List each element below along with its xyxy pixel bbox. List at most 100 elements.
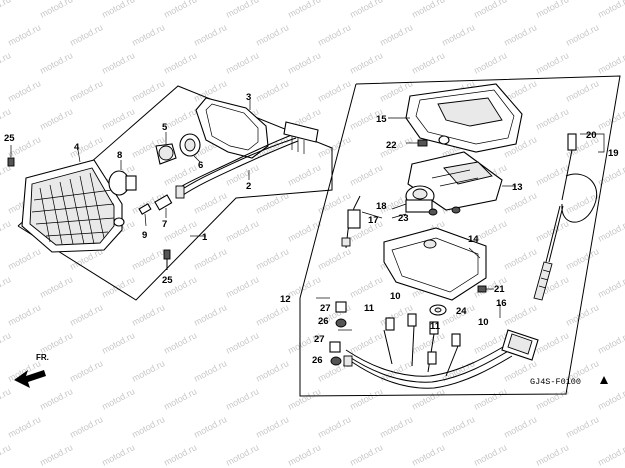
- position-bulb-socket[interactable]: [154, 194, 173, 218]
- watermark-text: motod.ru: [286, 162, 322, 188]
- watermark-text: motod.ru: [534, 330, 570, 356]
- speedometer-cable[interactable]: [533, 133, 598, 301]
- watermark-text: motod.ru: [378, 414, 414, 440]
- watermark-text: motod.ru: [130, 78, 166, 104]
- watermark-text: motod.ru: [6, 78, 42, 104]
- watermark-text: motod.ru: [254, 358, 290, 384]
- watermark-text: motod.ru: [472, 330, 508, 356]
- case-grommet[interactable]: [429, 304, 447, 316]
- screw-lower[interactable]: [163, 249, 171, 270]
- watermark-text: motod.ru: [534, 106, 570, 132]
- watermark-text: motod.ru: [224, 50, 260, 76]
- watermark-text: motod.ru: [564, 302, 600, 328]
- watermark-text: motod.ru: [410, 50, 446, 76]
- watermark-text: motod.ru: [224, 274, 260, 300]
- callout-25a: 25: [4, 133, 15, 144]
- watermark-text: motod.ru: [348, 162, 384, 188]
- callout-10a: 10: [390, 291, 401, 302]
- watermark-text: motod.ru: [6, 302, 42, 328]
- callout-4: 4: [74, 142, 80, 153]
- watermark-text: motod.ru: [564, 414, 600, 440]
- watermark-text: motod.ru: [534, 386, 570, 412]
- watermark-text: motod.ru: [6, 246, 42, 272]
- watermark-text: motod.ru: [38, 386, 74, 412]
- headlight-case[interactable]: [195, 97, 269, 159]
- headlight-harness[interactable]: [175, 121, 319, 199]
- callout-9: 9: [142, 230, 147, 241]
- watermark-text: motod.ru: [378, 358, 414, 384]
- callout-3: 3: [246, 92, 251, 103]
- callout-11b: 11: [430, 321, 441, 332]
- watermark-text: motod.ru: [100, 50, 136, 76]
- watermark-text: motod.ru: [68, 22, 104, 48]
- watermark-text: motod.ru: [440, 414, 476, 440]
- watermark-text: motod.ru: [472, 442, 508, 468]
- watermark-text: motod.ru: [596, 0, 625, 20]
- watermark-text: motod.ru: [316, 246, 352, 272]
- watermark-text: motod.ru: [564, 78, 600, 104]
- meter-harness[interactable]: [343, 313, 539, 389]
- watermark-text: motod.ru: [254, 78, 290, 104]
- callout-13: 13: [512, 182, 523, 193]
- gear-nut[interactable]: [428, 206, 461, 216]
- cover-screw[interactable]: [406, 139, 428, 147]
- watermark-text: motod.ru: [316, 414, 352, 440]
- watermark-text: motod.ru: [162, 50, 198, 76]
- callout-17: 17: [368, 215, 379, 226]
- watermark-text: motod.ru: [348, 442, 384, 468]
- meter-cover[interactable]: [405, 83, 523, 153]
- indicator-wire[interactable]: [341, 195, 361, 249]
- watermark-text: motod.ru: [38, 330, 74, 356]
- meter-case[interactable]: [383, 227, 487, 301]
- watermark-text: motod.ru: [224, 0, 260, 20]
- bulb-socket[interactable]: [155, 132, 177, 165]
- callout-15: 15: [376, 114, 387, 125]
- watermark-text: motod.ru: [348, 0, 384, 20]
- watermark-text: motod.ru: [192, 414, 228, 440]
- watermark-text: motod.ru: [38, 442, 74, 468]
- socket-cover[interactable]: [179, 133, 201, 163]
- watermark-text: motod.ru: [596, 330, 625, 356]
- watermark-text: motod.ru: [472, 0, 508, 20]
- watermark-text: motod.ru: [162, 330, 198, 356]
- watermark-text: motod.ru: [0, 106, 12, 132]
- meter-group-outline: [299, 75, 621, 397]
- callout-19: 19: [608, 148, 619, 159]
- callout-8: 8: [117, 150, 122, 161]
- callout-5: 5: [162, 122, 168, 133]
- watermark-text: motod.ru: [502, 302, 538, 328]
- cover-grommet[interactable]: [438, 135, 450, 145]
- watermark-text: motod.ru: [100, 0, 136, 20]
- meter-gear-unit[interactable]: [405, 185, 435, 213]
- callout-20: 20: [586, 130, 597, 141]
- headlight-bulb[interactable]: [108, 160, 137, 196]
- watermark-text: motod.ru: [316, 134, 352, 160]
- screw-upper[interactable]: [7, 145, 15, 167]
- watermark-text: motod.ru: [0, 330, 12, 356]
- watermark-text: motod.ru: [0, 442, 12, 468]
- watermark-text: motod.ru: [254, 302, 290, 328]
- watermark-text: motod.ru: [192, 22, 228, 48]
- headlight-lens[interactable]: [21, 159, 125, 253]
- callout-7: 7: [162, 219, 167, 230]
- watermark-text: motod.ru: [596, 386, 625, 412]
- watermark-text: motod.ru: [596, 274, 625, 300]
- watermark-text: motod.ru: [254, 22, 290, 48]
- watermark-text: motod.ru: [68, 302, 104, 328]
- position-bulb[interactable]: [138, 203, 152, 227]
- watermark-text: motod.ru: [100, 274, 136, 300]
- callout-21: 21: [494, 284, 505, 295]
- watermark-text: motod.ru: [162, 218, 198, 244]
- watermark-text: motod.ru: [6, 414, 42, 440]
- watermark-text: motod.ru: [224, 442, 260, 468]
- case-screw[interactable]: [477, 285, 494, 293]
- watermark-text: motod.ru: [564, 246, 600, 272]
- callout-24: 24: [456, 306, 467, 317]
- watermark-text: motod.ru: [0, 386, 12, 412]
- watermark-text: motod.ru: [254, 414, 290, 440]
- callout-6: 6: [198, 160, 203, 171]
- indicator-bulbs[interactable]: [329, 301, 347, 366]
- callout-26b: 26: [312, 355, 323, 366]
- callout-1: 1: [202, 232, 208, 243]
